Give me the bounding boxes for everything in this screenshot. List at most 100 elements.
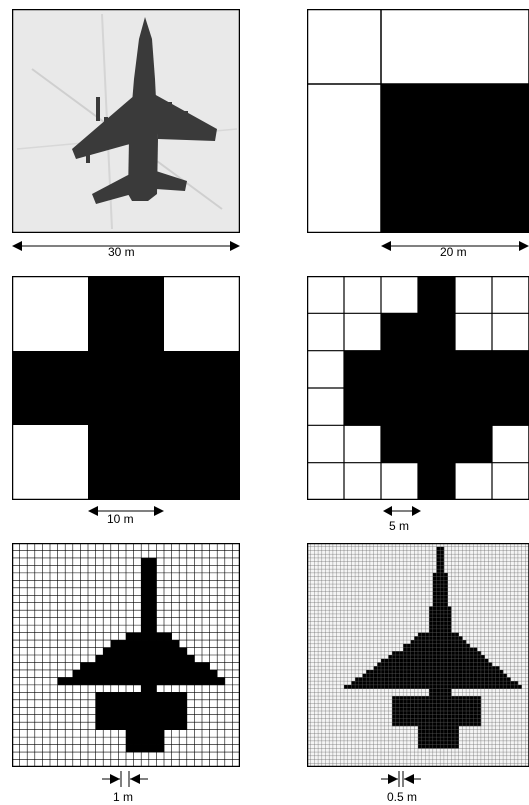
black-cell [444, 745, 448, 749]
black-cell [418, 700, 422, 704]
black-cell [425, 644, 429, 648]
black-cell [425, 636, 429, 640]
black-cell [126, 745, 134, 753]
black-cell [396, 718, 400, 722]
black-cell [179, 670, 187, 678]
black-cell [485, 670, 489, 674]
black-cell [422, 730, 426, 734]
black-cell [474, 715, 478, 719]
black-cell [411, 640, 415, 644]
black-cell [437, 636, 441, 640]
black-cell [440, 722, 444, 726]
black-cell [448, 606, 452, 610]
black-cell [381, 677, 385, 681]
black-cell [414, 636, 418, 640]
black-cell [437, 715, 441, 719]
black-cell [474, 685, 478, 689]
black-cell [425, 722, 429, 726]
black-cell [448, 704, 452, 708]
black-cell [111, 640, 119, 648]
black-cell [141, 730, 149, 738]
black-cell [422, 711, 426, 715]
black-cell [418, 715, 422, 719]
black-cell [433, 644, 437, 648]
black-cell [381, 313, 418, 351]
black-cell [403, 659, 407, 663]
black-cell [429, 707, 433, 711]
black-cell [437, 662, 441, 666]
black-cell [448, 614, 452, 618]
black-cell [418, 670, 422, 674]
black-cell [440, 614, 444, 618]
black-cell [499, 670, 503, 674]
black-cell [414, 644, 418, 648]
black-cell [455, 636, 459, 640]
black-cell [392, 651, 396, 655]
black-cell [492, 674, 496, 678]
black-cell [466, 711, 470, 715]
black-cell [418, 276, 455, 314]
black-cell [477, 681, 481, 685]
black-cell [96, 692, 104, 700]
black-cell [440, 681, 444, 685]
black-cell [103, 715, 111, 723]
black-cell [194, 670, 202, 678]
black-cell [429, 681, 433, 685]
black-cell [370, 681, 374, 685]
black-cell [172, 692, 180, 700]
black-cell [444, 730, 448, 734]
black-cell [433, 715, 437, 719]
black-cell [418, 730, 422, 734]
black-cell [462, 640, 466, 644]
grid-2x2 [307, 9, 529, 233]
black-cell [418, 425, 455, 463]
black-cell [437, 562, 441, 566]
black-cell [437, 580, 441, 584]
black-cell [492, 351, 529, 389]
black-cell [141, 677, 149, 685]
black-cell [466, 662, 470, 666]
black-cell [451, 633, 455, 637]
black-cell [440, 689, 444, 693]
black-cell [444, 737, 448, 741]
black-cell [418, 633, 422, 637]
black-cell [141, 603, 149, 611]
black-cell [418, 648, 422, 652]
black-cell [374, 685, 378, 689]
black-cell [462, 666, 466, 670]
black-cell [396, 651, 400, 655]
black-cell [451, 655, 455, 659]
black-cell [425, 730, 429, 734]
black-cell [459, 651, 463, 655]
black-cell [429, 689, 433, 693]
black-cell [433, 681, 437, 685]
black-cell [381, 662, 385, 666]
black-cell [444, 588, 448, 592]
black-cell [400, 662, 404, 666]
black-cell [466, 648, 470, 652]
black-cell [462, 700, 466, 704]
black-cell [448, 692, 452, 696]
black-cell [470, 677, 474, 681]
scale-label: 10 m [107, 512, 134, 526]
black-cell [418, 659, 422, 663]
black-cell [492, 685, 496, 689]
grid-0-5m [307, 543, 529, 767]
black-cell [411, 666, 415, 670]
black-cell [172, 670, 180, 678]
black-cell [111, 648, 119, 656]
black-cell [403, 651, 407, 655]
black-cell [126, 707, 134, 715]
black-cell [437, 599, 441, 603]
black-cell [425, 648, 429, 652]
black-cell [118, 692, 126, 700]
black-cell [477, 666, 481, 670]
black-cell [459, 666, 463, 670]
black-cell [396, 722, 400, 726]
black-cell [149, 648, 157, 656]
black-cell [88, 677, 96, 685]
black-cell [118, 707, 126, 715]
black-cell [440, 636, 444, 640]
black-cell [437, 741, 441, 745]
black-cell [403, 662, 407, 666]
